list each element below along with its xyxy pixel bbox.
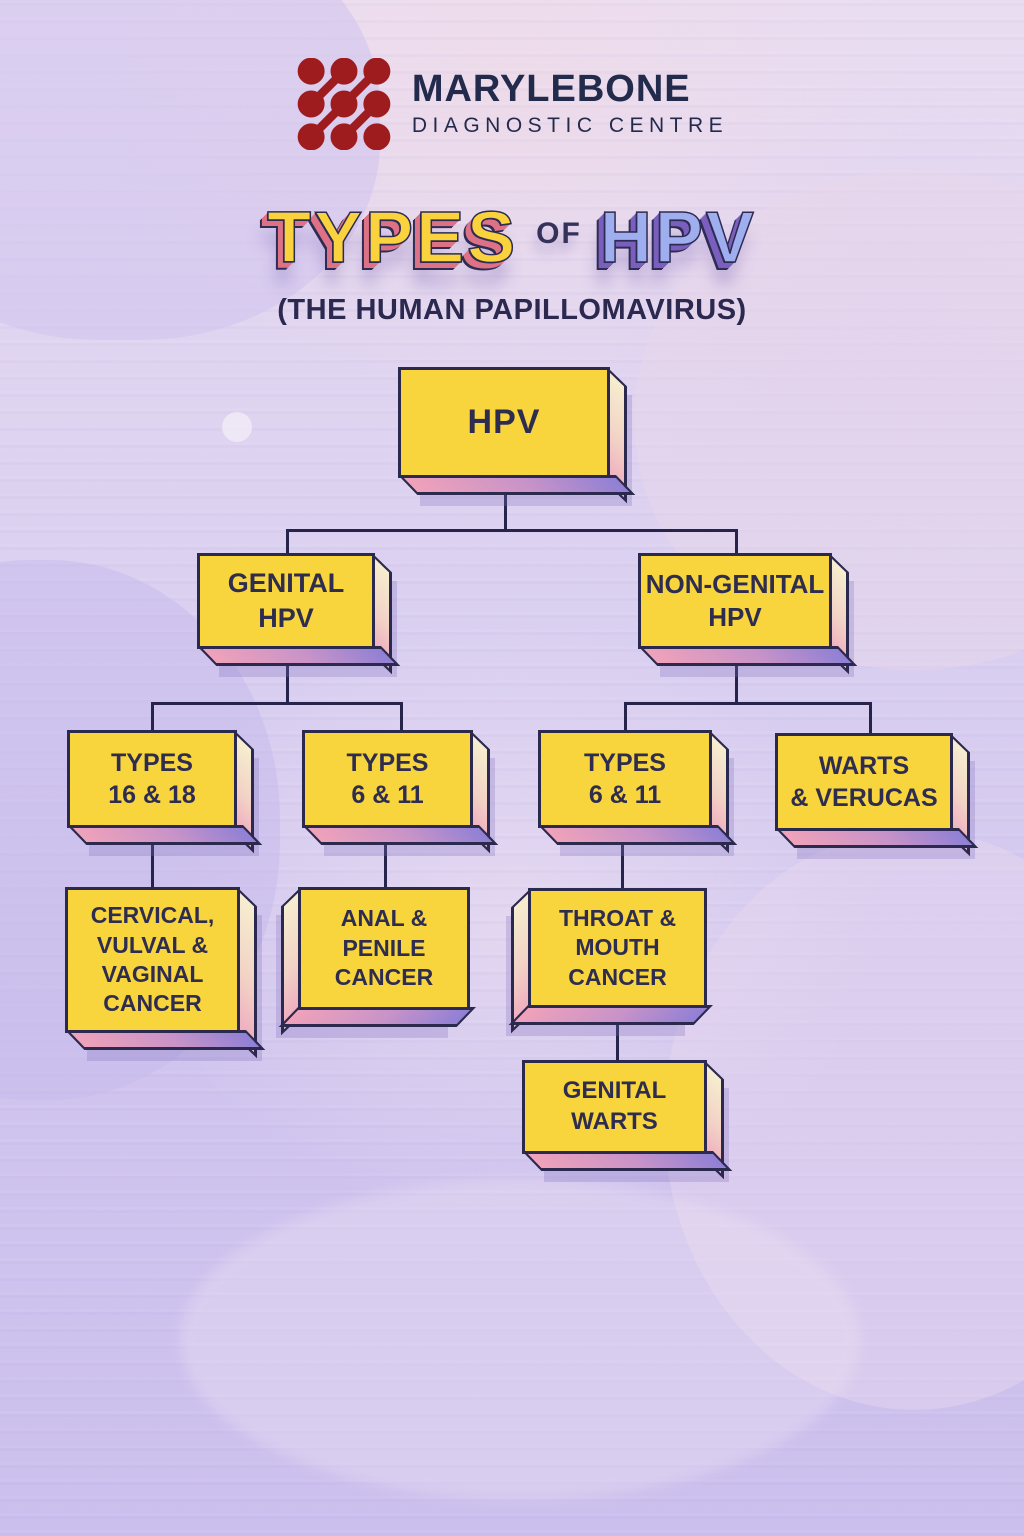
title-word-of: OF	[536, 217, 582, 250]
connector	[621, 820, 624, 893]
logo: MARYLEBONE DIAGNOSTIC CENTRE	[296, 58, 728, 150]
connector	[151, 702, 403, 705]
logo-text: MARYLEBONE DIAGNOSTIC CENTRE	[411, 68, 729, 138]
background-dot	[222, 412, 252, 442]
node-hpv: HPV	[398, 367, 610, 478]
connector	[286, 529, 289, 558]
connector	[869, 702, 872, 738]
connector	[624, 702, 872, 705]
connector	[384, 820, 387, 892]
brand-name: MARYLEBONE	[411, 68, 691, 111]
brand-tagline: DIAGNOSTIC CENTRE	[411, 113, 729, 137]
page-subtitle: (THE HUMAN PAPILLOMAVIRUS)	[277, 294, 747, 326]
connector	[735, 529, 738, 558]
connector	[286, 640, 289, 705]
connector	[624, 702, 627, 735]
title-word-types: TYPES	[266, 198, 519, 278]
connector	[504, 470, 507, 532]
node-warts-verucas: WARTS& VERUCAS	[775, 733, 953, 831]
dot-grid-diagonal-links-icon	[297, 58, 391, 150]
title-word-hpv: HPV	[599, 198, 757, 278]
connector	[286, 529, 738, 532]
connector	[735, 640, 738, 705]
header: MARYLEBONE DIAGNOSTIC CENTRE	[0, 0, 1024, 150]
page-title: TYPES OF HPV	[0, 198, 1024, 278]
connector	[400, 702, 403, 735]
connector	[616, 1005, 619, 1065]
